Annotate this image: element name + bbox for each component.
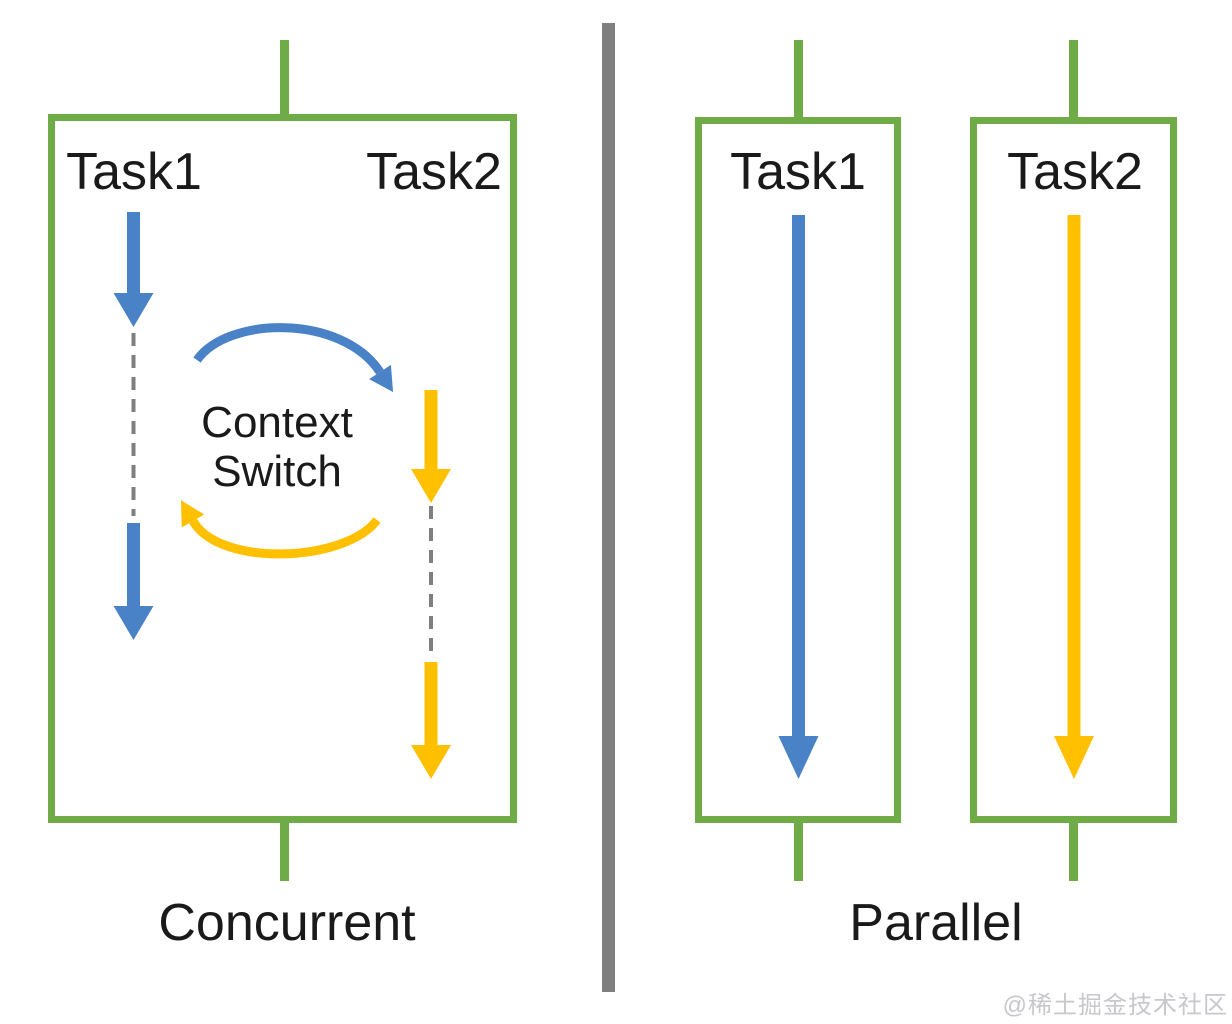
context-switch-line2: Switch	[212, 447, 342, 497]
watermark: @稀土掘金技术社区	[1002, 992, 1228, 1019]
right-box1-top-stem	[794, 40, 803, 119]
right-box2-top-stem	[1069, 40, 1078, 119]
task1-run-arrow-2-icon	[113, 523, 154, 640]
context-switch-arc-blue-icon	[193, 323, 394, 393]
task1-run-arrow-1-icon	[113, 212, 154, 327]
context-switch-label: Context Switch	[201, 398, 353, 497]
parallel-caption: Parallel	[849, 894, 1023, 952]
right-box2-bottom-stem	[1069, 820, 1078, 881]
context-switch-line1: Context	[201, 398, 353, 447]
task2-run-arrow-1-icon	[411, 390, 451, 503]
left-task2-label: Task2	[366, 143, 502, 201]
task2-run-arrow-2-icon	[411, 662, 451, 779]
right-box1-bottom-stem	[794, 820, 803, 881]
context-switch-arc-yellow-icon	[181, 500, 381, 559]
left-box-bottom-stem	[280, 820, 289, 881]
parallel-box-task1	[695, 117, 901, 823]
right-task1-label: Task1	[730, 143, 866, 201]
panel-divider	[602, 23, 615, 992]
left-task1-label: Task1	[66, 143, 202, 201]
right-task2-label: Task2	[1007, 143, 1143, 201]
parallel-task1-arrow-icon	[778, 215, 819, 779]
parallel-box-task2	[970, 117, 1177, 823]
parallel-task2-arrow-icon	[1054, 215, 1094, 779]
concurrent-caption: Concurrent	[158, 894, 416, 952]
concurrent-box	[48, 114, 517, 823]
left-box-top-stem	[280, 40, 289, 118]
